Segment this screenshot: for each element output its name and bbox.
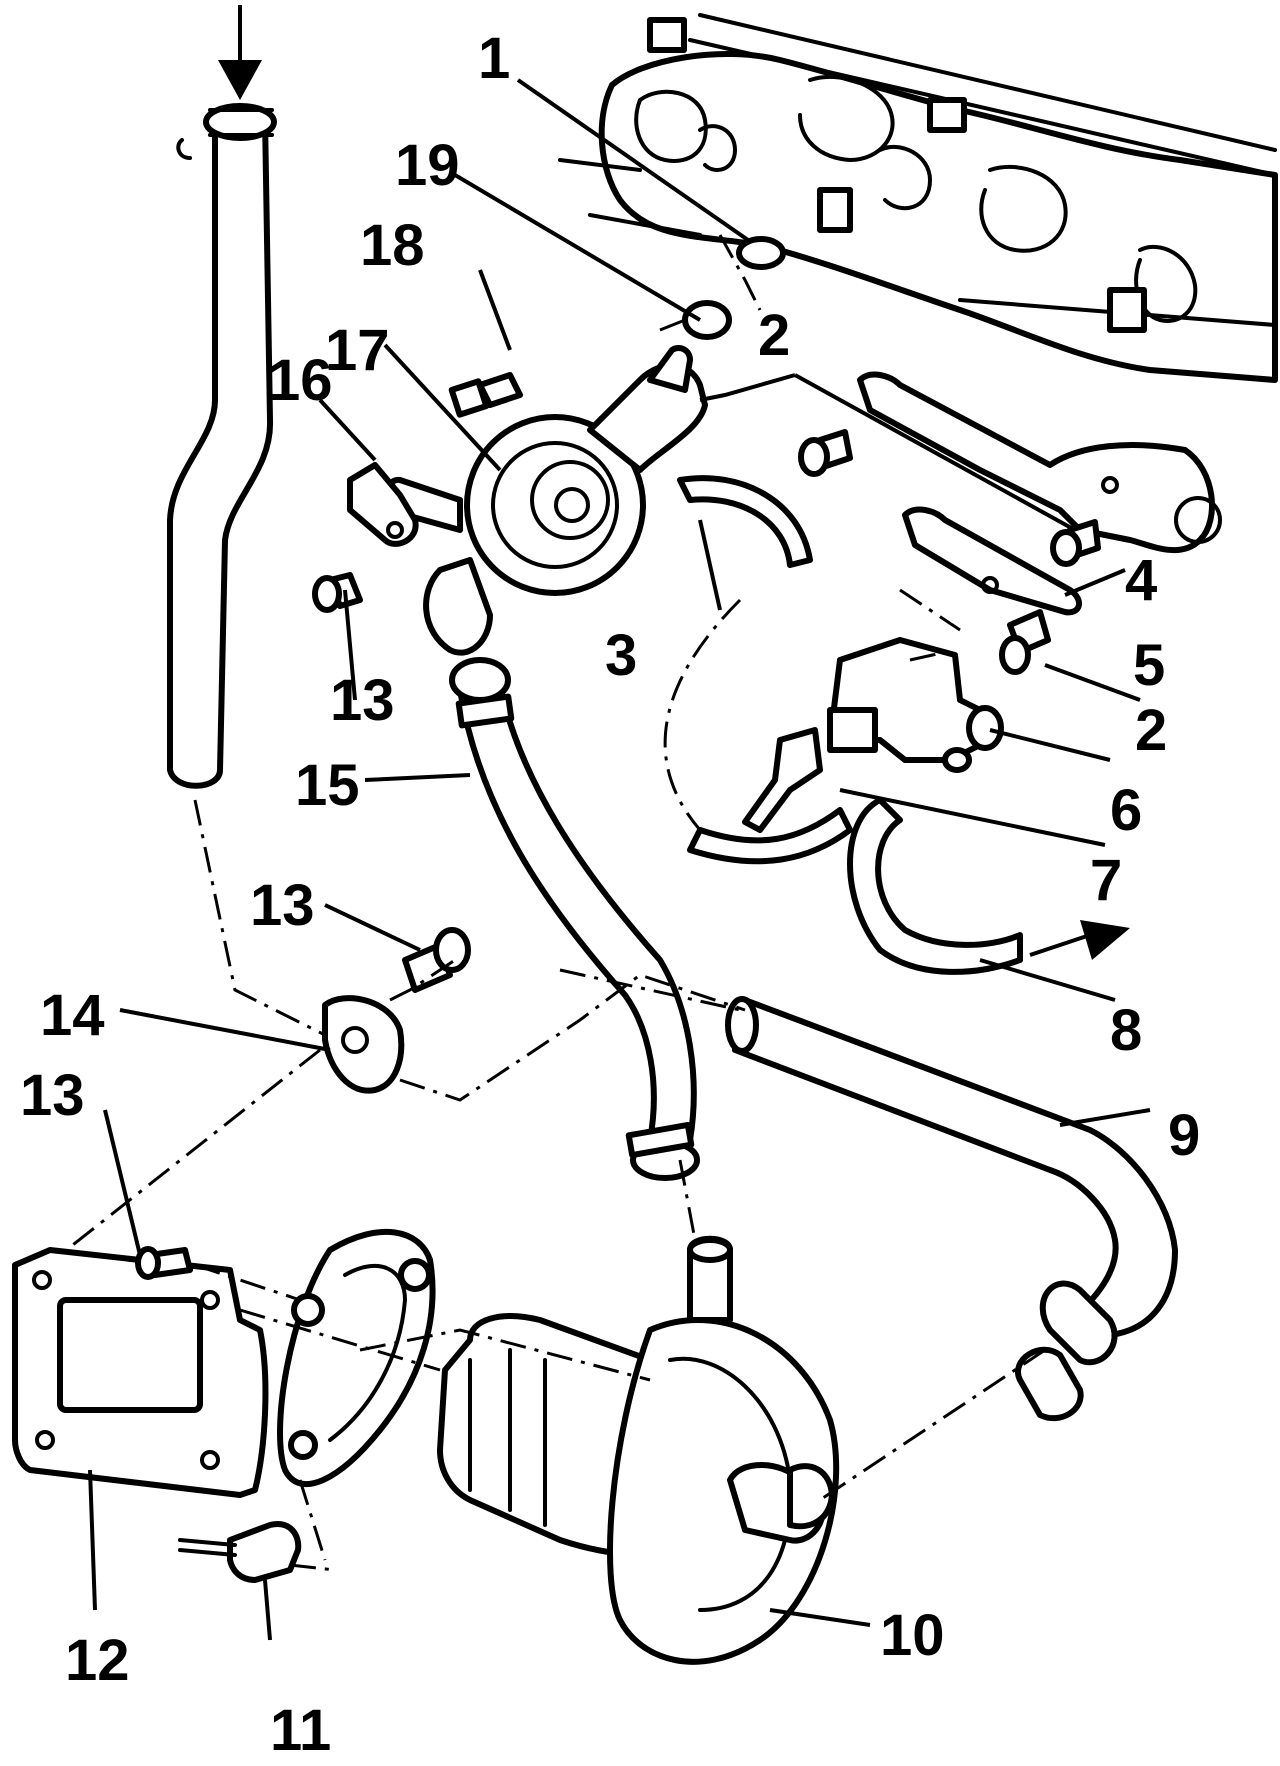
- callout-12: 12: [65, 1628, 130, 1693]
- bolt-2-lower: [999, 609, 1051, 675]
- hose-3-loop: [687, 807, 853, 865]
- callout-10: 10: [880, 1603, 945, 1668]
- callout-5: 5: [1133, 633, 1165, 698]
- callout-8: 8: [1110, 998, 1142, 1063]
- callout-7: 7: [1090, 848, 1122, 913]
- callout-6: 6: [1110, 778, 1142, 843]
- solenoid-valve: [827, 637, 1004, 773]
- callout-16: 16: [268, 348, 333, 413]
- callout-1: 1: [478, 26, 510, 91]
- bolt-2-upper: [798, 429, 853, 477]
- bracket-5: [902, 506, 1082, 616]
- connector-11: [178, 1521, 302, 1583]
- air-pump-10: [437, 1235, 840, 1665]
- bolt-18: [448, 372, 523, 418]
- hose-8: [847, 797, 1023, 975]
- callout-14: 14: [40, 983, 105, 1048]
- bracket-4: [857, 371, 1222, 554]
- bracket-12: [12, 1247, 269, 1498]
- bolt-13-middle: [402, 927, 471, 993]
- callout-2b: 2: [1135, 698, 1167, 763]
- callout-13a: 13: [330, 668, 395, 733]
- callout-19: 19: [395, 133, 460, 198]
- airflow-arrow-right: [1029, 920, 1130, 960]
- callout-13c: 13: [20, 1063, 85, 1128]
- callout-2a: 2: [758, 303, 790, 368]
- pipe-9: [725, 996, 1178, 1422]
- hose-3: [677, 475, 813, 568]
- o-ring-19: [682, 300, 732, 340]
- callout-18: 18: [360, 213, 425, 278]
- callout-9: 9: [1168, 1103, 1200, 1168]
- pump-gasket: [277, 1228, 436, 1488]
- airflow-arrow-down: [218, 5, 262, 100]
- bracket-14: [322, 995, 405, 1094]
- callout-3: 3: [605, 623, 637, 688]
- callout-11: 11: [270, 1698, 331, 1763]
- callouts: 1 2 2 3 4 5 6 7 8 9 10 11 12 13 13 13 14…: [20, 26, 1200, 1763]
- assembly-lines: [59, 234, 1046, 1572]
- hose-15: [449, 657, 700, 1181]
- leader-lines: [88, 78, 1151, 1641]
- bracket-16: [347, 462, 419, 547]
- callout-17: 17: [325, 318, 390, 383]
- cylinder-head: [558, 13, 1278, 383]
- intake-pipe: [167, 103, 277, 789]
- bolt-13-lower: [135, 1246, 193, 1280]
- connector-7: [742, 727, 823, 833]
- bolt-2-middle: [1050, 519, 1101, 567]
- bolt-13-upper: [312, 572, 363, 613]
- callout-15: 15: [295, 753, 360, 818]
- combination-valve: [383, 345, 708, 656]
- callout-13b: 13: [250, 873, 315, 938]
- callout-4: 4: [1125, 548, 1157, 613]
